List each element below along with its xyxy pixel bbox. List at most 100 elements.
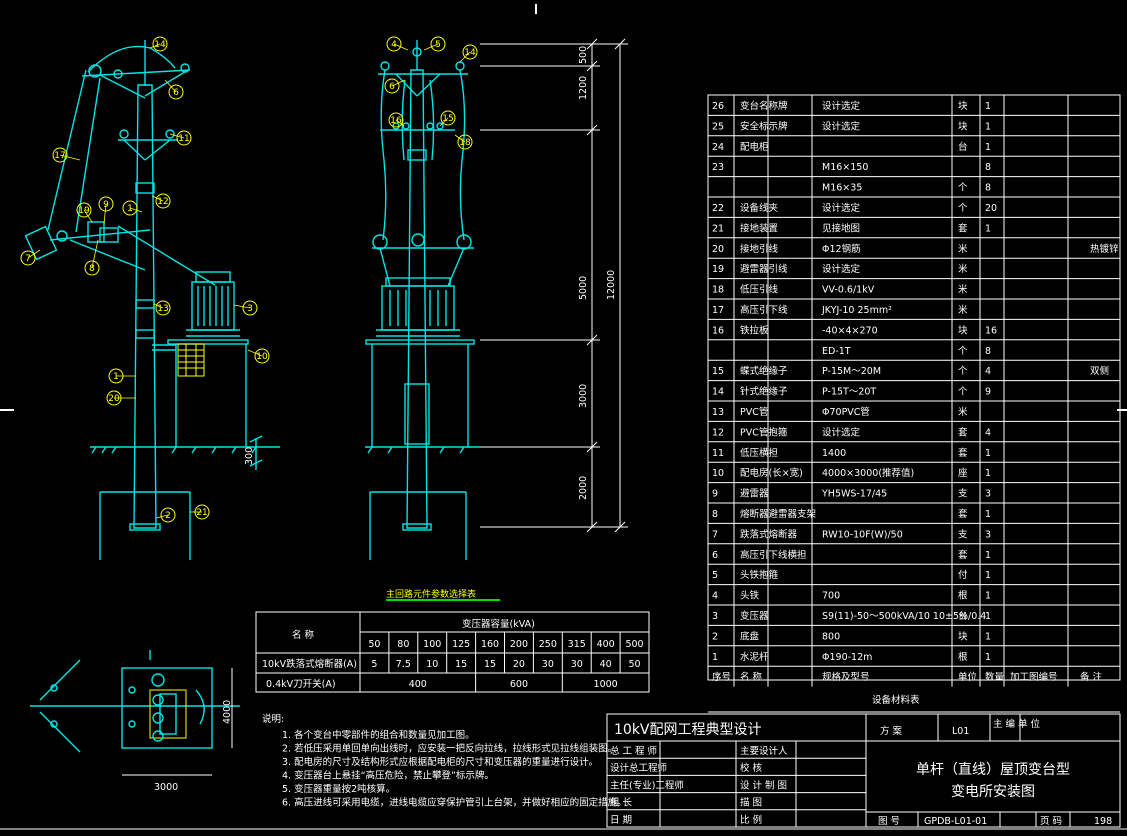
material-spec-cell: 见接地图: [822, 222, 860, 234]
plan-width-dim: 3000: [154, 782, 178, 793]
material-qty-cell: 1: [985, 611, 991, 622]
material-qty-cell: 1: [985, 468, 991, 479]
callout-number: 4: [391, 40, 397, 50]
material-qty-cell: 1: [985, 121, 991, 132]
callout-leader: [155, 514, 169, 519]
role-mid-label: 主要设计人: [740, 745, 788, 757]
material-no-cell: 20: [712, 244, 724, 255]
callout-number: 14: [154, 40, 166, 50]
material-unit-cell: 个: [958, 387, 968, 398]
selection-name-header: 名 称: [292, 629, 315, 641]
callout-bubble: [440, 110, 456, 126]
callout-number: 12: [157, 197, 168, 207]
material-spec-cell: 800: [822, 631, 840, 642]
callout-leader: [103, 203, 107, 225]
callout-leader: [247, 349, 263, 357]
dim-2000: 2000: [578, 476, 589, 500]
material-qty-cell: 8: [985, 162, 991, 173]
callout-number: 1: [113, 372, 119, 382]
callout-bubble: [108, 368, 124, 384]
material-spec-cell: 设计选定: [822, 202, 861, 214]
material-name-cell: 高压引下线横担: [740, 549, 807, 561]
callout-number: 6: [389, 82, 395, 92]
material-name-cell: 配电房(长×宽): [740, 467, 803, 479]
fuse-rating-cell: 50: [629, 659, 641, 670]
callout-bubble: [242, 300, 258, 316]
material-unit-cell: 台: [958, 610, 968, 622]
callout-bubble: [384, 78, 400, 94]
material-qty-cell: 4: [985, 366, 991, 377]
material-no-cell: 5: [712, 570, 718, 581]
note-item: 6. 高压进线可采用电缆，进线电缆应穿保护管引上台架，并做好相应的固定措施。: [282, 797, 627, 809]
material-header-proc: 加工图编号: [1010, 671, 1058, 683]
material-header-qty: 数量: [985, 671, 1005, 683]
callout-leader: [153, 303, 164, 309]
material-no-cell: 10: [712, 468, 724, 479]
callout-bubble: [98, 196, 114, 212]
material-spec-cell: ED-1T: [822, 346, 851, 357]
dim-500: 500: [578, 46, 589, 64]
material-spec-cell: 设计选定: [822, 120, 861, 132]
material-spec-cell: Φ12钢筋: [822, 243, 861, 255]
callout-number: 7: [25, 254, 31, 264]
switch-rating-cell: 1000: [594, 679, 618, 690]
notes-block: 说明: 1. 各个变台中零部件的组合和数量见加工图。2. 若低压采用单回单向出线…: [262, 713, 627, 809]
fuse-rating-cell: 30: [542, 659, 554, 670]
capacity-cell: 250: [539, 639, 557, 650]
fuse-rating-cell: 5: [371, 659, 377, 670]
capacity-cell: 125: [452, 639, 470, 650]
note-item: 2. 若低压采用单回单向出线时，应安装一把反向拉线，拉线形式见拉线组装图。: [282, 743, 617, 755]
material-spec-cell: 设计选定: [822, 426, 861, 438]
material-no-cell: 2: [712, 631, 718, 642]
material-name-cell: 安全标示牌: [740, 120, 788, 132]
material-qty-cell: 1: [985, 448, 991, 459]
material-qty-cell: 1: [985, 652, 991, 663]
material-spec-cell: 1400: [822, 448, 846, 459]
callout-bubble: [155, 193, 171, 209]
sheet-border: [0, 4, 1127, 830]
page-value: 198: [1094, 816, 1112, 827]
side-elevation-view: 300: [24, 40, 280, 560]
switch-rating-cell: 400: [409, 679, 427, 690]
material-unit-cell: 支: [958, 528, 968, 540]
capacity-cell: 500: [625, 639, 643, 650]
fuse-rating-cell: 7.5: [396, 659, 411, 670]
capacity-cell: 400: [597, 639, 615, 650]
capacity-cell: 160: [481, 639, 499, 650]
callout-bubble: [52, 147, 68, 163]
material-unit-cell: 个: [958, 203, 968, 214]
material-header-remark: 备 注: [1080, 671, 1103, 683]
callout-leader: [393, 43, 409, 51]
material-unit-cell: 付: [958, 570, 968, 581]
material-unit-cell: 套: [958, 447, 968, 459]
material-unit-cell: 块: [958, 120, 968, 132]
callout-number: 14: [464, 48, 476, 58]
material-qty-cell: 1: [985, 101, 991, 112]
material-unit-cell: 米: [958, 284, 968, 296]
material-spec-cell: VV-0.6/1kV: [822, 285, 875, 296]
callout-leader: [59, 154, 81, 161]
fuse-rating-cell: 15: [484, 659, 496, 670]
material-name-cell: 铁拉板: [740, 324, 769, 336]
callout-number: 11: [178, 134, 189, 144]
material-spec-cell: 4000×3000(推荐值): [822, 467, 914, 479]
figno-value: GPDB-L01-01: [924, 816, 987, 827]
material-remark-cell: 双侧: [1090, 365, 1109, 377]
callout-number: 3: [247, 304, 253, 314]
material-unit-cell: 个: [958, 346, 968, 357]
material-remark-cell: 热镀锌: [1090, 243, 1119, 255]
callout-leader: [129, 207, 143, 213]
callout-leader: [423, 43, 439, 51]
material-unit-cell: 套: [958, 508, 968, 520]
material-unit-cell: 米: [958, 243, 968, 255]
callout-leader: [164, 79, 177, 93]
material-unit-cell: 座: [958, 467, 968, 479]
material-spec-cell: YH5WS-17/45: [821, 489, 887, 500]
material-qty-cell: 8: [985, 183, 991, 194]
callout-number: 17: [54, 151, 65, 161]
callout-number: 21: [196, 508, 207, 518]
callout-bubble: [254, 348, 270, 364]
callout-leader: [149, 43, 161, 49]
material-name-cell: 变台名称牌: [740, 100, 788, 112]
